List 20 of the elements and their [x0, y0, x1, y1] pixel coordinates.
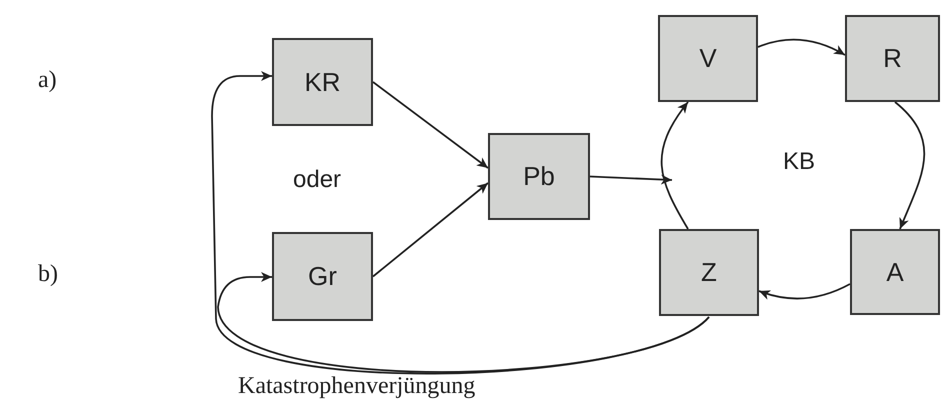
arrow [894, 101, 926, 230]
arrow [660, 101, 689, 230]
arrow [758, 283, 850, 300]
arrow [372, 81, 489, 169]
process-box: Z [659, 229, 759, 316]
text-label: KB [783, 150, 816, 174]
process-box: A [850, 229, 940, 315]
text-label: a) [38, 68, 57, 92]
process-box: R [845, 15, 940, 102]
process-box: Gr [272, 232, 373, 321]
process-box: Pb [488, 133, 590, 220]
process-box: KR [272, 38, 373, 126]
arrow [217, 272, 710, 373]
text-label: b) [38, 262, 58, 286]
arrow [758, 38, 846, 56]
text-label: oder [293, 168, 342, 192]
arrow [590, 174, 672, 185]
text-label: Katastrophenverjüngung [238, 374, 476, 398]
process-box: V [658, 15, 758, 102]
arrow [372, 182, 489, 278]
